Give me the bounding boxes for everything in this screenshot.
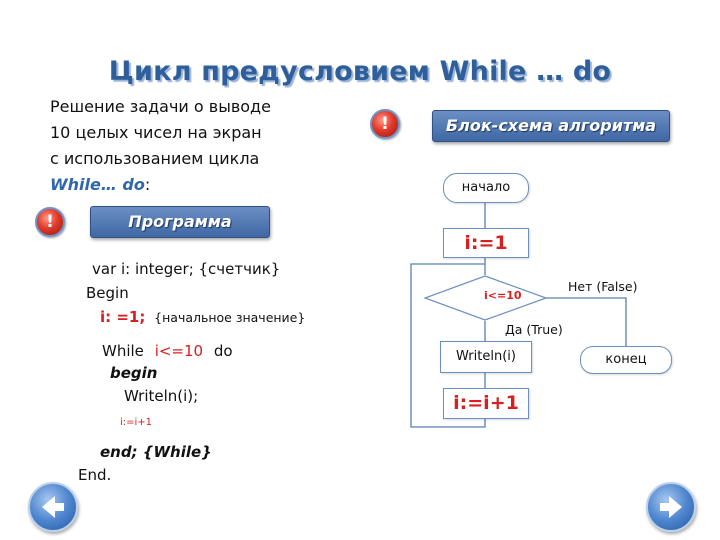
code-init-comment: {начальное значение} [154,310,306,325]
code-while-line: While i<=10 do [102,342,233,360]
task-description: Решение задачи о выводе 10 целых чисел н… [50,94,271,198]
task-line-4: While… do: [50,172,271,198]
task-line-3: с использованием цикла [50,149,260,168]
prev-slide-button[interactable] [28,482,78,532]
code-begin: Begin [86,284,129,302]
flowchart-no-label: Нет (False) [568,279,638,294]
task-line-1: Решение задачи о выводе [50,97,271,116]
code-increment: i:=i+1 [120,417,153,428]
code-init: i: =1; [100,308,146,326]
arrow-left-icon [42,496,64,518]
code-end: End. [78,466,112,484]
exclamation-icon: ! [35,207,65,237]
task-line-2: 10 целых чисел на экран [50,123,262,142]
exclamation-icon: ! [370,109,400,139]
code-init-line: i: =1; {начальное значение} [100,308,305,326]
flowchart-writeln: Writeln(i) [440,341,532,373]
arrow-right-icon [660,496,682,518]
flowchart-end: конец [580,346,672,374]
code-do-kw: do [213,342,233,360]
flowchart-yes-label: Да (True) [505,322,563,337]
program-header[interactable]: Программа [90,206,270,238]
code-writeln: Writeln(i); [124,387,199,405]
code-end-while: end; {While} [100,443,212,461]
slide-title: Цикл предусловием While … do [108,56,612,87]
next-slide-button[interactable] [646,482,696,532]
code-inner-begin: begin [110,364,158,382]
flowchart-header[interactable]: Блок-схема алгоритма [432,110,670,142]
code-while-cond: i<=10 [154,342,204,360]
flowchart-condition-diamond [424,275,548,321]
flowchart-init: i:=1 [443,228,529,258]
while-do-keyword: While… do [50,175,145,194]
flowchart-increment: i:=i+1 [443,388,529,419]
flowchart-start: начало [443,173,529,203]
flowchart-condition: i<=10 [484,289,522,302]
code-while-kw: While [102,342,144,360]
code-var-line: var i: integer; {счетчик} [92,260,281,278]
task-colon: : [144,175,151,194]
